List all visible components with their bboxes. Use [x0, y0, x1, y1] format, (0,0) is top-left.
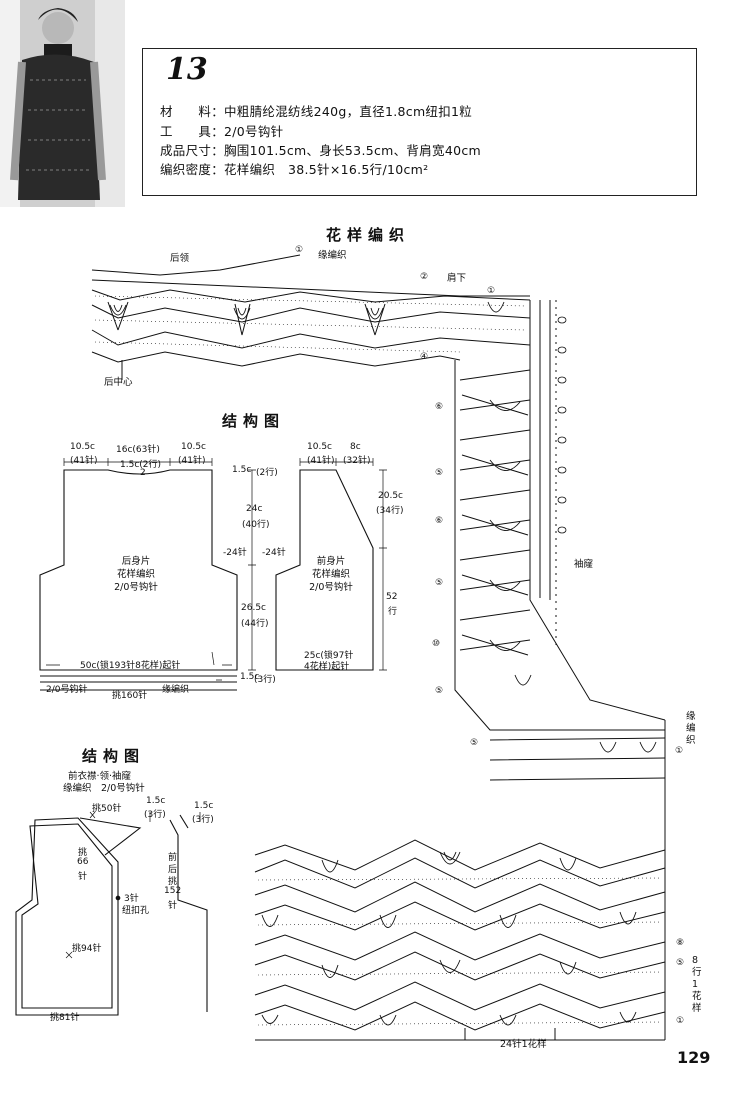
dim-1-5-a: 1.5c [146, 796, 166, 806]
row-marker: ⑥ [435, 402, 444, 412]
row-marker: ① [675, 746, 684, 756]
edging-hook-label: 缘编织 2/0号钩针 [63, 783, 145, 794]
pattern-number: 13 [166, 52, 208, 87]
tools-line: 工 具：2/0号钩针 [160, 124, 284, 139]
edging-vertical-label: 缘编织 [686, 711, 696, 746]
front-piece-outline [275, 469, 374, 671]
front-bottom-dim2: 4花样)起针 [304, 662, 350, 672]
front-rows-unit: 行 [388, 607, 398, 617]
size-line: 成品尺寸：胸围101.5cm、身长53.5cm、背肩宽40cm [160, 143, 481, 158]
row-marker: ② [420, 272, 429, 282]
front-back-b: 后 [168, 865, 178, 875]
front-back-d: 152 [164, 886, 182, 896]
front-top-right-dim: 8c [350, 442, 361, 452]
back-top-right-st: (41针) [178, 456, 206, 466]
row-marker: ⑥ [435, 516, 444, 526]
back-center-label: 后中心 [104, 377, 133, 388]
materials-line: 材 料：中粗腈纶混纺线240g，直径1.8cm纽扣1粒 [160, 104, 473, 119]
front-back-a: 前 [168, 853, 178, 863]
armhole-rows: (40行) [242, 520, 270, 530]
back-top-right-dim: 10.5c [181, 442, 206, 452]
back-piece-name: 后身片 [121, 556, 151, 567]
body-rows: (44行) [241, 619, 269, 629]
front-piece-hook: 2/0号钩针 [309, 582, 353, 593]
buttonhole-stitches: 3针 [124, 894, 139, 904]
back-dec-left: -24针 [223, 548, 247, 558]
back-edge-pick: 挑160针 [112, 691, 148, 701]
dim-3-a: (3行) [144, 810, 166, 820]
pick-66-a: 挑 [78, 848, 88, 858]
back-bottom-dim: 50c(锁193针8花样)起针 [80, 661, 181, 671]
row-marker: ① [676, 1016, 685, 1026]
front-back-e: 针 [168, 901, 178, 911]
row-marker: ⑤ [470, 738, 479, 748]
body-height-dim: 26.5c [241, 603, 266, 613]
page-number: 129 [677, 1048, 711, 1067]
armhole-label: 袖窿 [574, 559, 594, 570]
edging-parts-label: 前衣襟·领·袖窿 [68, 771, 132, 782]
row-marker: ⑤ [676, 958, 685, 968]
armhole-height-dim: 24c [246, 504, 263, 514]
front-top-left-dim: 10.5c [307, 442, 332, 452]
front-piece-stitch: 花样编织 [311, 569, 350, 580]
row-marker: ⑧ [676, 938, 685, 948]
row-marker: ① [487, 286, 496, 296]
back-top-mid-dim: 16c(63针) [116, 445, 160, 455]
pick-81: 挑81针 [50, 1013, 80, 1023]
front-piece-name: 前身片 [316, 556, 346, 567]
model-photo-illustration [0, 0, 125, 207]
back-mid-val: 2 [140, 468, 146, 478]
row-marker: ⑤ [435, 686, 444, 696]
front-bottom-dim1: 25c(锁97针 [304, 651, 354, 661]
structure-title-top: 结构图 [222, 412, 286, 430]
back-top-left-dim: 10.5c [70, 442, 95, 452]
front-side-rows: (34行) [376, 506, 404, 516]
back-piece-hook: 2/0号钩针 [114, 582, 158, 593]
back-piece-outline [39, 469, 238, 691]
pick-50: 挑50针 [92, 804, 122, 814]
pick-66-b: 66 [77, 857, 89, 867]
shoulder-slope-label: 肩下 [447, 273, 467, 284]
structure-title-bottom: 结构图 [82, 747, 146, 765]
gauge-line: 编织密度：花样编织 38.5针×16.5行/10cm² [160, 162, 429, 177]
front-edging-outline [15, 814, 208, 1016]
buttonhole-label: 纽扣孔 [122, 906, 150, 916]
neck-height-dim: 1.5c [232, 465, 252, 475]
stitch-chart-top [91, 254, 531, 380]
pick-66-c: 针 [78, 872, 88, 882]
model-photo [0, 0, 125, 207]
front-rows-total: 52 [386, 592, 398, 602]
stitch-chart-column [454, 300, 666, 790]
dim-1-5-b: 1.5c [194, 801, 214, 811]
back-edge-hook: 2/0号钩针 [46, 685, 88, 695]
row-marker: ⑩ [432, 639, 441, 649]
back-top-mid-sub: 1.5c(2行) [120, 460, 162, 470]
pick-94: 挑94针 [72, 944, 102, 954]
row-marker: ① [295, 245, 304, 255]
front-back-c: 挑 [168, 877, 178, 887]
front-top-left-st: (41针) [307, 456, 335, 466]
edging-label: 缘编织 [318, 250, 347, 261]
info-box [142, 48, 697, 196]
repeat-stitches-label: 24针1花样 [500, 1039, 547, 1050]
stitch-chart-bottom [254, 839, 666, 1041]
dec-mid: -24针 [262, 548, 286, 558]
row-marker: ⑤ [435, 578, 444, 588]
front-top-right-st: (32针) [343, 456, 371, 466]
back-top-left-st: (41针) [70, 456, 98, 466]
back-piece-stitch: 花样编织 [116, 569, 155, 580]
neck-rows: (2行) [256, 468, 278, 478]
row-marker: ④ [420, 352, 429, 362]
front-side-height: 20.5c [378, 491, 403, 501]
back-edge-label: 缘编织 [162, 685, 190, 695]
repeat-rows-label: 8行1花样 [692, 955, 702, 1014]
dim-3-b: (3行) [192, 815, 214, 825]
row-marker: ⑤ [435, 468, 444, 478]
stitch-chart-title: 花样编织 [326, 226, 411, 244]
edge-rows: (3行) [254, 675, 276, 685]
edge-height-dim: 1.5c [240, 672, 260, 682]
back-neck-label: 后领 [170, 253, 190, 264]
